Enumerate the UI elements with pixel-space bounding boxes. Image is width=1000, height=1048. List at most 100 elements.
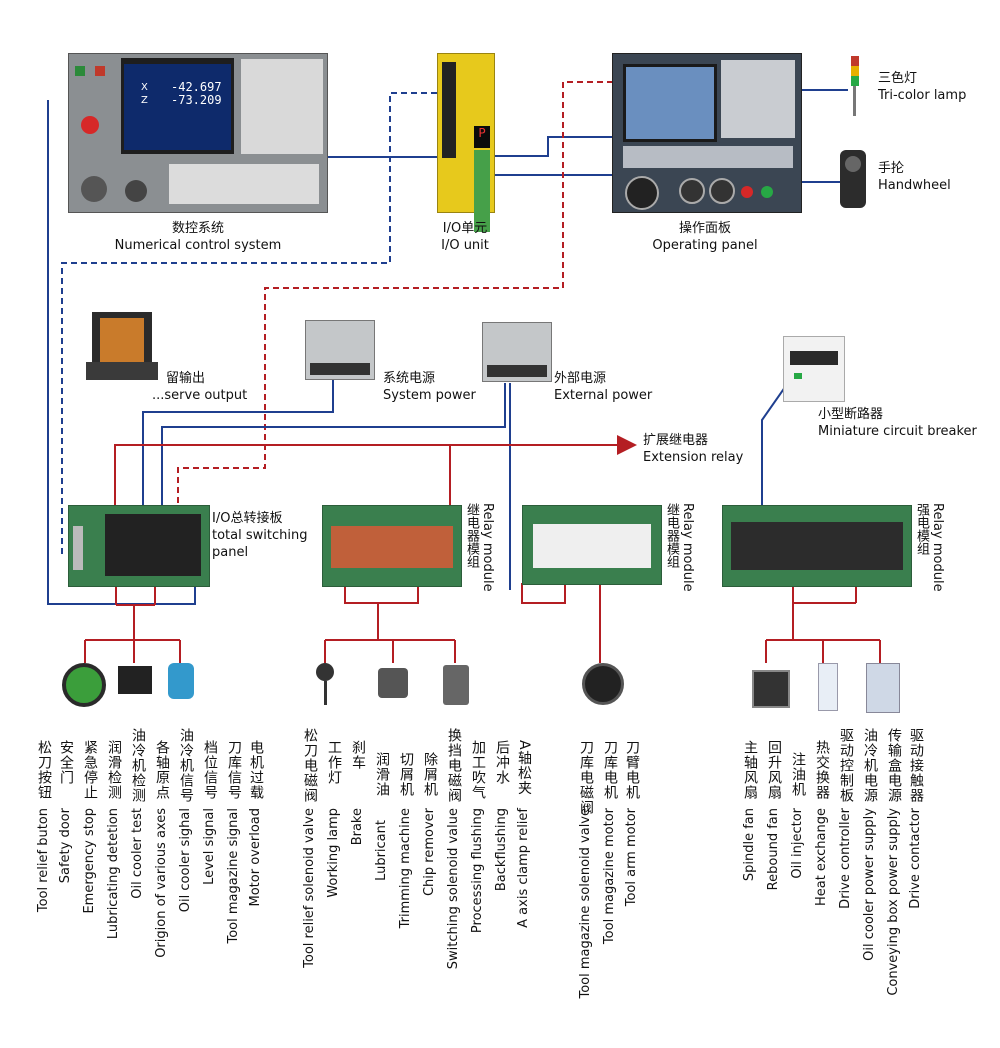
op-label: 操作面板 Operating panel	[620, 220, 790, 254]
contactor-relay-icon	[378, 668, 408, 698]
label-zh-oil-cooler-power: 油冷机电源	[862, 728, 878, 803]
op-knob-3	[709, 178, 735, 204]
label-en-drive-controller: Drive controller	[838, 808, 853, 909]
relay3-title-en: Relay module	[930, 503, 945, 592]
switching-label-zh: I/O总转接板	[212, 511, 283, 526]
label-en-emergency-stop: Emergency stop	[82, 808, 97, 914]
label-en-tool-magazine-motor: Tool magazine motor	[602, 808, 617, 945]
label-zh-motor-overload: 电机过载	[248, 740, 264, 800]
label-en-oil-cooler-test: Oil cooler test	[130, 808, 145, 899]
nc-red-button	[95, 66, 105, 76]
label-en-tool-magazine-solenoid: Tool magazine solenoid valve	[578, 808, 593, 999]
nc-x-value: -42.697	[171, 80, 222, 94]
handwheel-label: 手抡 Handwheel	[878, 160, 951, 194]
label-zh-tool-relief-solenoid: 松刀电磁阀	[302, 728, 318, 803]
handwheel-label-en: Handwheel	[878, 178, 951, 193]
label-en-chip-remover: Chip remover	[422, 808, 437, 897]
miniature-breaker-icon	[783, 336, 845, 402]
rectifier-module-icon	[118, 666, 152, 694]
label-en-brake: Brake	[350, 808, 365, 846]
label-zh-trimming-machine: 切屑机	[398, 752, 414, 797]
group2-tree	[324, 585, 456, 663]
label-en-lubricating-detection: Lubricating detetion	[106, 808, 121, 940]
op-switch-dashed	[177, 81, 613, 505]
io-green-terminal	[474, 150, 490, 232]
nc-system-device: X -42.697 Z -73.209	[68, 53, 328, 213]
op-label-en: Operating panel	[652, 238, 758, 253]
oil-cooler-icon	[866, 663, 900, 713]
mcb-line	[761, 379, 791, 505]
label-zh-spindle-fan: 主轴风扇	[742, 740, 758, 800]
group1-tree	[84, 585, 181, 663]
label-en-conveying-box-power: Conveying box power supply	[886, 808, 901, 996]
label-en-backflushing: Backflushing	[494, 808, 509, 892]
label-en-trimming-machine: Trimming machine	[398, 808, 413, 929]
label-en-drive-contactor: Drive contactor	[908, 808, 923, 909]
label-en-tool-relief-button: Tool relief buton	[36, 808, 51, 913]
extrelay-label-en: Extension relay	[643, 450, 744, 465]
external-power-supply-icon	[482, 322, 552, 382]
tricolor-lamp-icon	[851, 56, 859, 120]
relay-module-3-board	[722, 505, 912, 587]
tricolor-label-en: Tri-color lamp	[878, 88, 967, 103]
extpower-label-zh: 外部电源	[554, 371, 607, 386]
nc-label-zh: 数控系统	[171, 221, 224, 236]
led-work-light-icon	[582, 663, 624, 705]
nc-button-bank	[169, 164, 319, 204]
label-en-processing-flushing: Processing flushing	[470, 808, 485, 934]
relay2-title-en: Relay module	[680, 503, 695, 592]
work-lamp-icon	[308, 663, 342, 709]
label-en-oil-cooler-power: Oil cooler power supply	[862, 808, 877, 961]
op-knob-2	[679, 178, 705, 204]
label-zh-drive-controller: 驱动控制板	[838, 728, 854, 803]
proximity-sensor-icon	[168, 663, 194, 699]
extrelay-label: 扩展继电器 Extension relay	[643, 432, 743, 466]
label-zh-conveying-box-power: 传输盒电源	[886, 728, 902, 803]
io-7seg-display: P	[474, 126, 490, 148]
operating-panel-device	[612, 53, 802, 213]
relay-module-2-board	[522, 505, 662, 585]
syspower-label-zh: 系统电源	[383, 371, 436, 386]
label-zh-switching-solenoid: 换挡电磁阀	[446, 728, 462, 803]
label-en-switching-solenoid: Switching solenoid value	[446, 808, 461, 970]
io-label-en: I/O unit	[441, 238, 489, 253]
op-knob-1	[625, 176, 659, 210]
nc-estop-button	[81, 116, 99, 134]
nc-screen: X -42.697 Z -73.209	[121, 58, 234, 154]
label-zh-emergency-stop: 紧急停止	[82, 740, 98, 800]
syspower-label: 系统电源 System power	[383, 370, 476, 404]
label-zh-level-signal: 档位信号	[202, 740, 218, 800]
relay1-title-zh: 继电器模组	[464, 503, 479, 568]
label-en-origin-axes: Origion of various axes	[154, 808, 169, 958]
extpower-line-1	[161, 383, 506, 505]
op-screen	[623, 64, 717, 142]
label-zh-processing-flushing: 加工吹气	[470, 740, 486, 800]
label-zh-lubricating-detection: 润滑检测	[106, 740, 122, 800]
tricolor-label: 三色灯 Tri-color lamp	[878, 70, 966, 104]
io-op-link-1	[492, 136, 612, 157]
relay1-title-en: Relay module	[480, 503, 495, 592]
syspower-label-en: System power	[383, 388, 476, 403]
label-zh-working-lamp: 工作灯	[326, 740, 342, 785]
op-keypad	[721, 60, 795, 138]
label-zh-oil-injector: 注油机	[790, 752, 806, 797]
nc-knob	[81, 176, 107, 202]
label-zh-lubricant: 润滑油	[374, 752, 390, 797]
label-zh-safety-door: 安全门	[58, 740, 74, 785]
op-red-button	[741, 186, 753, 198]
nc-label-en: Numerical control system	[114, 238, 282, 253]
label-en-lubricant: Lubricant	[374, 820, 389, 881]
indicator-lamp-icon	[62, 663, 106, 707]
label-zh-backflushing: 后冲水	[494, 740, 510, 785]
label-zh-chip-remover: 除屑机	[422, 752, 438, 797]
mcb-label-zh: 小型断路器	[818, 407, 884, 422]
nc-knob-2	[125, 180, 147, 202]
group3-tree	[521, 583, 601, 663]
label-en-working-lamp: Working lamp	[326, 808, 341, 898]
label-en-tool-magazine-signal: Tool magazine signal	[226, 808, 241, 944]
op-label-zh: 操作面板	[678, 221, 731, 236]
label-en-oil-injector: Oil injector	[790, 808, 805, 879]
label-zh-drive-contactor: 驱动接触器	[908, 728, 924, 803]
label-zh-tool-magazine-motor: 刀库电机	[602, 740, 618, 800]
